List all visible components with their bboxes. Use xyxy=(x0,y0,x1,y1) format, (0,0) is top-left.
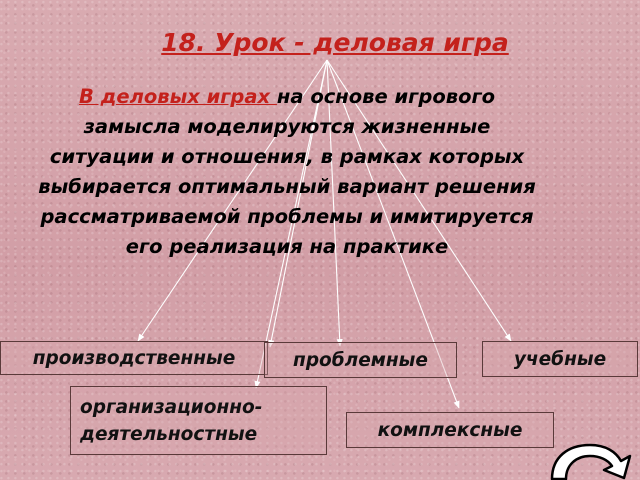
type-org-activity-box: организационно- деятельностные xyxy=(70,386,327,455)
type-org-activity-line2: деятельностные xyxy=(80,423,258,445)
type-complex-box: комплексные xyxy=(346,412,554,448)
type-problem-label: проблемные xyxy=(293,349,428,371)
type-educational-box: учебные xyxy=(482,341,638,377)
slide-title: 18. Урок - деловая игра xyxy=(161,28,509,57)
definition-text: В деловых играх на основе игрового замыс… xyxy=(32,82,542,262)
type-complex-label: комплексные xyxy=(377,419,523,441)
type-problem-box: проблемные xyxy=(264,342,457,378)
type-production-label: производственные xyxy=(32,347,236,369)
curved-arrow-icon[interactable] xyxy=(546,439,634,480)
curved-arrow-icon-shape xyxy=(550,443,632,480)
definition-term: В деловых играх xyxy=(78,85,277,108)
type-educational-label: учебные xyxy=(513,348,607,370)
definition-body: на основе игрового замысла моделируются … xyxy=(38,85,536,258)
type-production-box: производственные xyxy=(0,341,268,375)
type-org-activity-line1: организационно- xyxy=(80,396,263,418)
